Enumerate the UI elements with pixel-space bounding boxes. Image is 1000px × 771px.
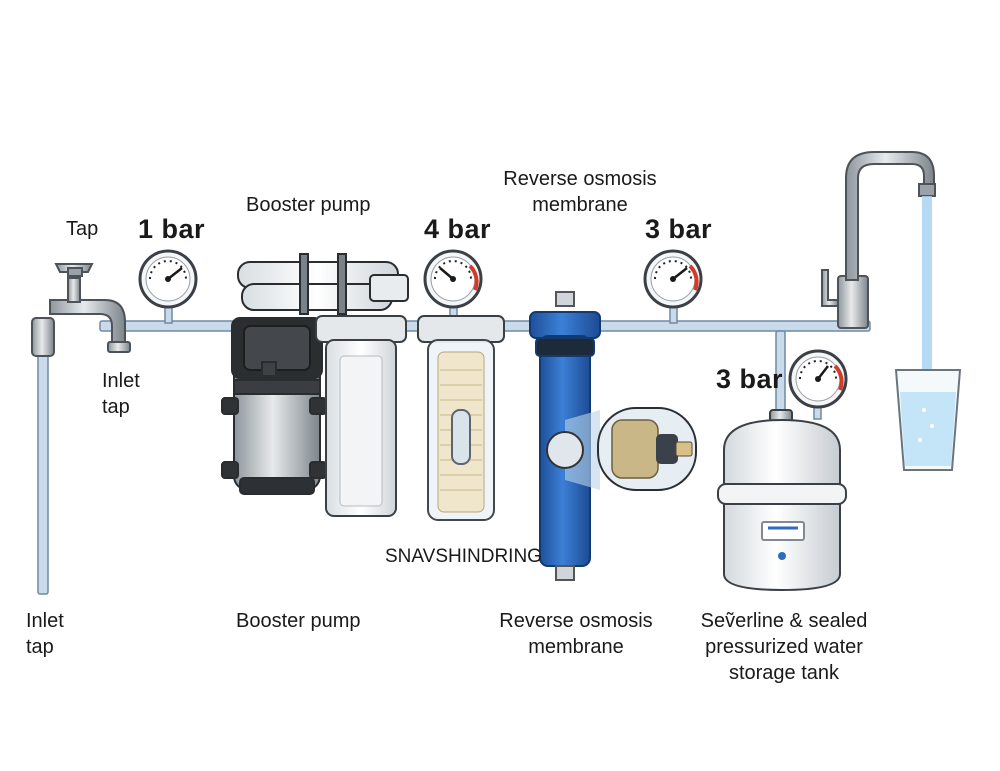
pressurized-storage-tank [717, 409, 847, 592]
booster-pump [221, 253, 409, 495]
pressure-gauge-1 [138, 249, 198, 309]
water-stream [922, 196, 932, 386]
booster-pump-top-label: Booster pump [246, 194, 371, 216]
inlet-tap-faucet [31, 263, 131, 357]
gauge-2-pressure-label: 4 bar [424, 214, 492, 244]
membrane-zoom-callout [546, 407, 697, 491]
pressure-gauge-3 [643, 249, 703, 309]
gauge-1-pressure-label: 1 bar [138, 214, 206, 244]
drinking-water-faucet [821, 151, 936, 329]
storage-tank-bottom-label: Seṽerline & sealed pressurized water sto… [700, 610, 868, 684]
booster-pump-bottom-label: Booster pump [236, 610, 361, 632]
drinking-glass [894, 369, 962, 471]
snavshindring-label: SNAVSHINDRING [385, 546, 542, 567]
sediment-filter [315, 315, 407, 517]
gauge-3-pressure-label: 3 bar [645, 214, 713, 244]
ro-membrane-bottom-label: Reverse osmosis membrane [499, 610, 653, 658]
carbon-filter [417, 315, 505, 521]
inlet-tap-mid-label: Inlet tap [102, 370, 140, 418]
gauge-4-pressure-label: 3 bar [716, 364, 784, 394]
inlet-vertical-pipe [37, 349, 49, 595]
tap-label: Tap [66, 218, 99, 240]
pressure-gauge-2 [423, 249, 483, 309]
inlet-tap-bottom-label: Inlet tap [26, 610, 64, 658]
ro-membrane-top-label: Reverse osmosis membrane [503, 168, 657, 216]
pressure-gauge-4 [788, 349, 848, 409]
